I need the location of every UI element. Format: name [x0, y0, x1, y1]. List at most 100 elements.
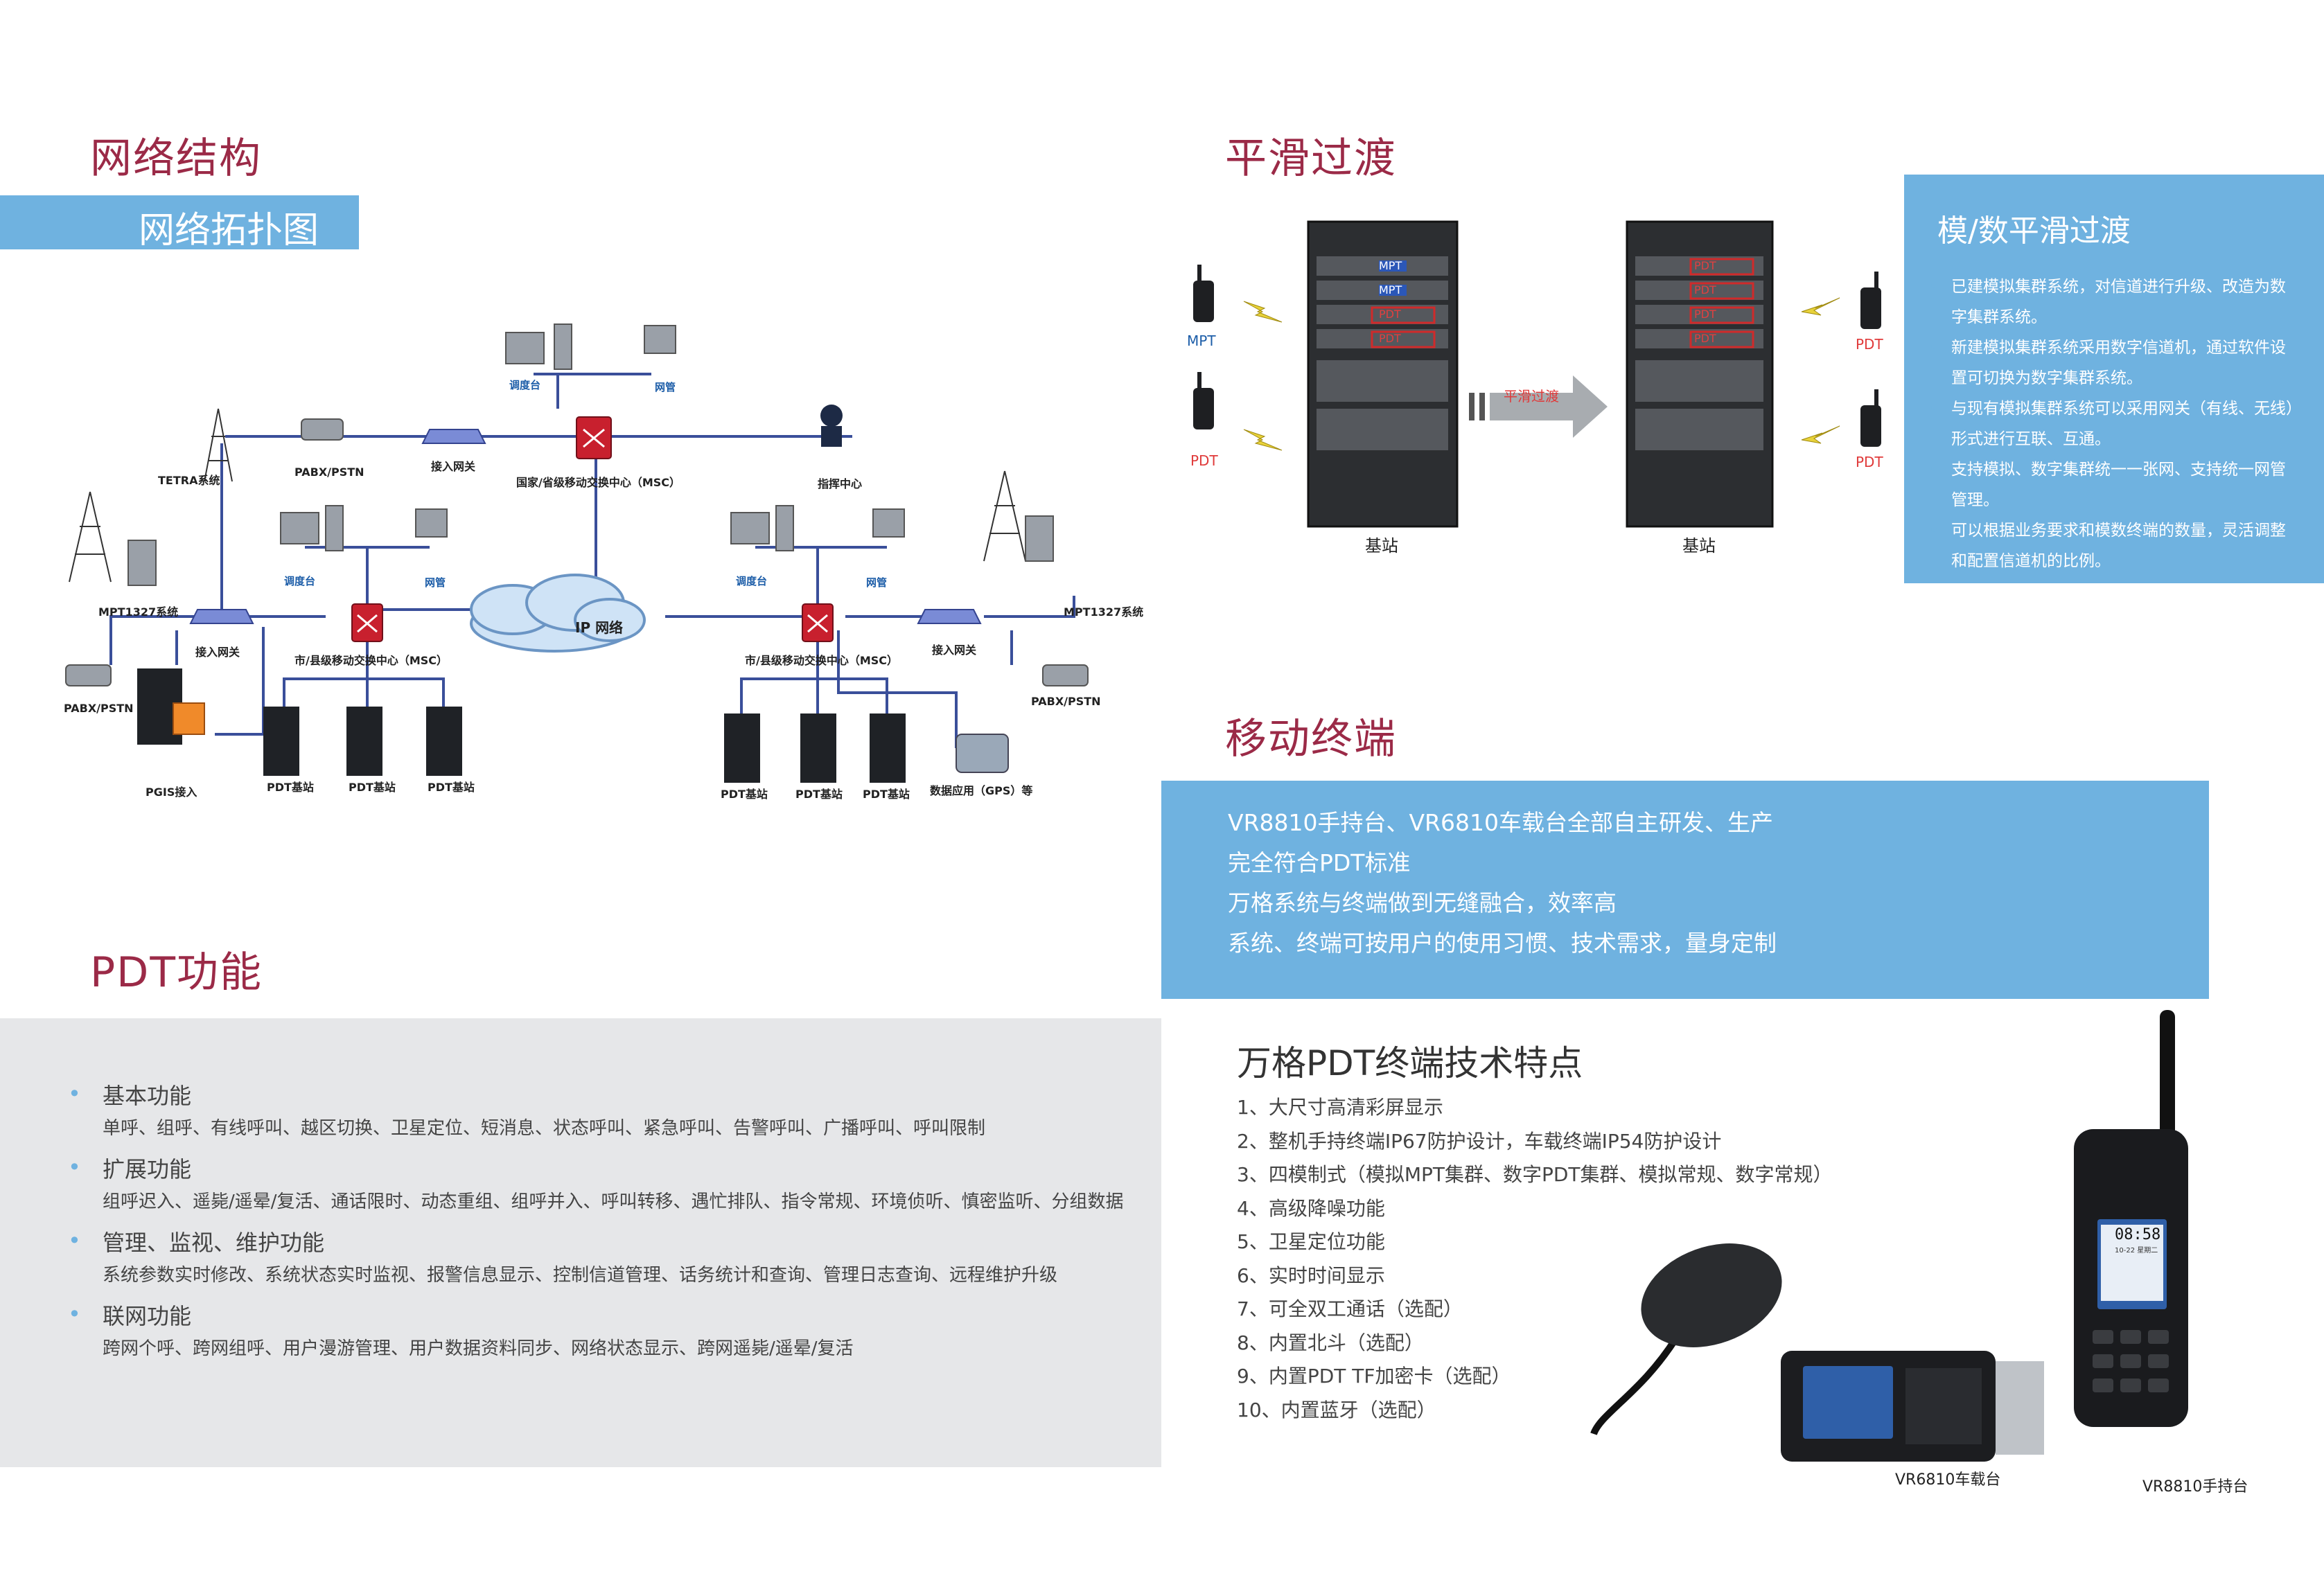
features-list: 1、大尺寸高清彩屏显示 2、整机手持终端IP67防护设计，车载终端IP54防护设…: [1237, 1091, 1833, 1427]
network-topology-diagram: [65, 323, 1089, 783]
terminal-item: •完全符合PDT标准: [1200, 849, 1411, 876]
pdt-group-text: 跨网个呼、跨网组呼、用户漫游管理、用户数据资料同步、网络状态显示、跨网遥毙/遥晕…: [103, 1338, 854, 1359]
feature-item: 4、高级降噪功能: [1237, 1196, 1385, 1220]
terminal-box: •VR8810手持台、VR6810车载台全部自主研发、生产 •完全符合PDT标准…: [1161, 781, 2209, 999]
label-pdt-radio-left: PDT: [1190, 452, 1218, 469]
feature-item: 3、四模制式（模拟MPT集群、数字PDT集群、模拟常规、数字常规）: [1237, 1163, 1833, 1186]
bullet-icon: •: [68, 1154, 81, 1180]
label-ip-network: IP 网络: [575, 619, 624, 636]
transition-box-item: •已建模拟集群系统，对信道进行升级、改造为数字集群系统。: [1929, 278, 2286, 326]
label-smooth-arrow: 平滑过渡: [1504, 388, 1559, 405]
pdt-group-heading: 联网功能: [103, 1303, 192, 1329]
label-dispatch-top: 调度台: [509, 379, 541, 391]
pdt-group-heading: 管理、监视、维护功能: [103, 1230, 325, 1256]
label-pabx-right: PABX/PSTN: [1031, 695, 1101, 708]
label-rack-right: 基站: [1682, 536, 1716, 556]
terminal-item: •VR8810手持台、VR6810车载台全部自主研发、生产: [1200, 809, 1773, 836]
feature-item: 7、可全双工通话（选配）: [1237, 1297, 1463, 1320]
label-bs3: PDT基站: [428, 781, 475, 794]
transition-box-list: •已建模拟集群系统，对信道进行升级、改造为数字集群系统。 •新建模拟集群系统采用…: [1929, 272, 2298, 576]
bullet-icon: •: [68, 1081, 81, 1107]
label-rack-left: 基站: [1365, 536, 1398, 556]
feature-item: 5、卫星定位功能: [1237, 1230, 1385, 1253]
pdt-group-basic: • 基本功能 单呼、组呼、有线呼叫、越区切换、卫星定位、短消息、状态呼叫、紧急呼…: [68, 1081, 1156, 1146]
label-mpt-right: MPT1327系统: [1064, 605, 1144, 619]
rack-module-pdt-5: PDT: [1694, 308, 1716, 321]
feature-item: 10、内置蓝牙（选配）: [1237, 1398, 1436, 1421]
label-dispatch-left: 调度台: [284, 575, 316, 587]
rack-module-pdt-6: PDT: [1694, 332, 1716, 345]
label-nms-top: 网管: [655, 381, 676, 393]
label-mpt-left: MPT1327系统: [98, 605, 179, 619]
label-bs4: PDT基站: [721, 788, 768, 801]
rack-module-mpt-1: MPT: [1379, 259, 1402, 272]
label-msc-left: 市/县级移动交换中心（MSC）: [294, 654, 448, 667]
pdt-functions-panel: • 基本功能 单呼、组呼、有线呼叫、越区切换、卫星定位、短消息、状态呼叫、紧急呼…: [0, 1018, 1161, 1467]
handheld-screen-date: 10-22 星期二: [2115, 1247, 2158, 1254]
transition-box-title: 模/数平滑过渡: [1937, 213, 2131, 249]
rack-module-mpt-2: MPT: [1379, 283, 1402, 296]
pdt-group-text: 单呼、组呼、有线呼叫、越区切换、卫星定位、短消息、状态呼叫、紧急呼叫、告警呼叫、…: [103, 1118, 986, 1139]
transition-box-item: •与现有模拟集群系统可以采用网关（有线、无线）形式进行互联、互通。: [1929, 400, 2294, 448]
label-bs2: PDT基站: [349, 781, 396, 794]
handheld-radio-caption: VR8810手持台: [2142, 1478, 2248, 1496]
transition-title: 平滑过渡: [1225, 134, 1397, 183]
label-msc-right: 市/县级移动交换中心（MSC）: [745, 654, 899, 667]
transition-diagram: [1193, 220, 1881, 528]
terminal-item: •系统、终端可按用户的使用习惯、技术需求，量身定制: [1200, 930, 1777, 957]
rack-module-pdt-3: PDT: [1694, 259, 1716, 272]
pdt-group-networking: • 联网功能 跨网个呼、跨网组呼、用户漫游管理、用户数据资料同步、网络状态显示、…: [68, 1301, 1156, 1366]
label-gateway-left: 接入网关: [195, 646, 240, 659]
label-bs5: PDT基站: [795, 788, 843, 801]
transition-box-item: •可以根据业务要求和模数终端的数量，灵活调整和配置信道机的比例。: [1929, 522, 2286, 570]
bullet-icon: •: [68, 1227, 81, 1254]
terminal-item: •万格系统与终端做到无缝融合，效率高: [1200, 889, 1617, 916]
pdt-group-heading: 基本功能: [103, 1083, 192, 1109]
label-mpt-radio: MPT: [1187, 333, 1216, 349]
pdt-function-list: • 基本功能 单呼、组呼、有线呼叫、越区切换、卫星定位、短消息、状态呼叫、紧急呼…: [68, 1081, 1156, 1366]
devices-illustration: [1590, 1010, 2188, 1462]
label-pdt-radio-right-2: PDT: [1856, 454, 1883, 470]
label-pabx-left: PABX/PSTN: [64, 702, 134, 715]
network-title: 网络结构: [90, 134, 262, 183]
transition-box-item: •支持模拟、数字集群统一一张网、支持统一网管管理。: [1929, 461, 2286, 509]
label-nms-right: 网管: [866, 576, 888, 589]
rack-module-pdt-2: PDT: [1379, 332, 1401, 345]
bullet-icon: •: [68, 1301, 81, 1327]
pdt-group-heading: 扩展功能: [103, 1156, 192, 1182]
rack-module-pdt-4: PDT: [1694, 283, 1716, 296]
rack-module-pdt-1: PDT: [1379, 308, 1401, 321]
feature-item: 6、实时时间显示: [1237, 1264, 1385, 1287]
label-bs6: PDT基站: [863, 788, 910, 801]
feature-item: 9、内置PDT TF加密卡（选配）: [1237, 1365, 1511, 1387]
label-bs1: PDT基站: [267, 781, 314, 794]
vehicle-radio-caption: VR6810车载台: [1895, 1471, 2001, 1489]
feature-item: 8、内置北斗（选配）: [1237, 1331, 1424, 1354]
pdt-group-management: • 管理、监视、维护功能 系统参数实时修改、系统状态实时监视、报警信息显示、控制…: [68, 1227, 1156, 1293]
label-pabx-top: PABX/PSTN: [294, 466, 364, 479]
network-subtitle-bar: 网络拓扑图: [0, 195, 359, 251]
handheld-screen-time: 08:58: [2115, 1226, 2161, 1243]
pdt-group-text: 系统参数实时修改、系统状态实时监视、报警信息显示、控制信道管理、话务统计和查询、…: [103, 1265, 1058, 1286]
features-title: 万格PDT终端技术特点: [1237, 1043, 1583, 1083]
transition-info-box: 模/数平滑过渡 •已建模拟集群系统，对信道进行升级、改造为数字集群系统。 •新建…: [1904, 175, 2324, 583]
pdt-group-extended: • 扩展功能 组呼迟入、遥毙/遥晕/复活、通话限时、动态重组、组呼并入、呼叫转移…: [68, 1154, 1156, 1219]
label-gateway-top: 接入网关: [431, 460, 476, 473]
label-data-app: 数据应用（GPS）等: [930, 784, 1033, 797]
label-dispatch-right: 调度台: [736, 575, 768, 587]
feature-item: 1、大尺寸高清彩屏显示: [1237, 1096, 1443, 1119]
feature-item: 2、整机手持终端IP67防护设计，车载终端IP54防护设计: [1237, 1129, 1722, 1153]
terminal-list: •VR8810手持台、VR6810车载台全部自主研发、生产 •完全符合PDT标准…: [1200, 803, 1777, 964]
label-gateway-right: 接入网关: [932, 644, 977, 657]
label-command-center: 指挥中心: [818, 477, 863, 490]
label-nms-left: 网管: [425, 576, 446, 589]
network-subtitle: 网络拓扑图: [139, 210, 319, 251]
label-tetra: TETRA系统: [158, 474, 220, 487]
label-msc-national: 国家/省级移动交换中心（MSC）: [516, 476, 681, 489]
transition-box-item: •新建模拟集群系统采用数字信道机，通过软件设置可切换为数字集群系统。: [1929, 339, 2286, 387]
terminal-title: 移动终端: [1225, 715, 1397, 763]
pdt-title: PDT功能: [90, 948, 263, 997]
label-pgis: PGIS接入: [146, 786, 197, 799]
pdt-group-text: 组呼迟入、遥毙/遥晕/复活、通话限时、动态重组、组呼并入、呼叫转移、遇忙排队、指…: [103, 1191, 1124, 1212]
label-pdt-radio-right-1: PDT: [1856, 336, 1883, 353]
